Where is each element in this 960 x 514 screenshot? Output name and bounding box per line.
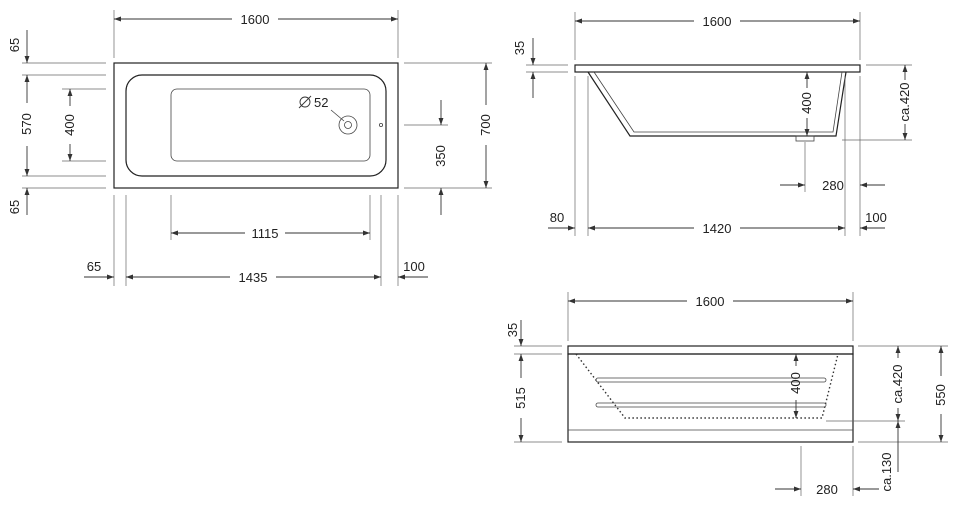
- dim-drain-offset-label: 350: [433, 145, 448, 167]
- tub-front-panel: [567, 353, 854, 443]
- front-view: 1600 35 515 400 ca.420 550 ca.130: [505, 292, 948, 497]
- drain-center-icon: [344, 121, 352, 129]
- dim-side-right-offset-label: 100: [865, 210, 887, 225]
- dim-overall-width-label: 700: [478, 114, 493, 136]
- dim-inner-length-label: 1435: [239, 270, 268, 285]
- side-view: 1600 35 400 ca.420 280 80 1420: [512, 12, 912, 236]
- tub-rim: [574, 64, 861, 73]
- dim-right-rim-label: 100: [403, 259, 425, 274]
- dim-inner-width-label: 570: [19, 113, 34, 135]
- tub-rim: [567, 345, 854, 355]
- dim-front-length-label: 1600: [696, 294, 725, 309]
- panel-rail-bottom: [595, 402, 827, 408]
- drain-leader: [330, 109, 345, 122]
- tub-hidden-profile: [575, 353, 839, 419]
- dim-floor-length-label: 1115: [252, 226, 279, 241]
- dim-side-drain-offset-label: 280: [822, 178, 844, 193]
- diameter-symbol-icon: [298, 95, 312, 109]
- dim-side-inner-length-label: 1420: [703, 221, 732, 236]
- dim-front-drain-offset-label: 280: [816, 482, 838, 497]
- dim-drain-zone-label: 400: [62, 114, 77, 136]
- dim-side-length-label: 1600: [703, 14, 732, 29]
- dim-length-label: 1600: [241, 12, 270, 27]
- dim-front-overall-height-label: 550: [933, 384, 948, 406]
- dim-bottom-rim-label: 65: [7, 200, 22, 214]
- dim-front-panel-height-label: 515: [513, 387, 528, 409]
- drain-diameter-label: 52: [314, 95, 328, 110]
- dim-side-rim-label: 35: [512, 41, 527, 55]
- dim-side-depth-label: 400: [799, 92, 814, 114]
- drain-icon: [338, 115, 358, 135]
- panel-rail-top: [595, 377, 827, 383]
- dim-side-left-offset-label: 80: [550, 210, 564, 225]
- dim-top-rim-label: 65: [7, 38, 22, 52]
- tub-outline: [113, 62, 399, 189]
- tub-inner-profile: [593, 71, 843, 133]
- dim-left-rim-label: 65: [87, 259, 101, 274]
- top-view: 1600 65 570 400 65 700 350 52: [7, 10, 493, 286]
- overflow-icon: [378, 123, 383, 128]
- drain-fitting-icon: [795, 135, 815, 142]
- dim-front-rim-label: 35: [505, 323, 520, 337]
- dim-side-water-depth-label: ca.420: [897, 82, 912, 121]
- dim-front-foot-height-label: ca.130: [879, 452, 894, 491]
- dim-front-depth-label: 400: [788, 372, 803, 394]
- tub-floor: [170, 88, 371, 162]
- dim-front-water-depth-label: ca.420: [890, 364, 905, 403]
- tub-body-profile: [587, 71, 847, 137]
- tub-inner-basin: [125, 74, 387, 177]
